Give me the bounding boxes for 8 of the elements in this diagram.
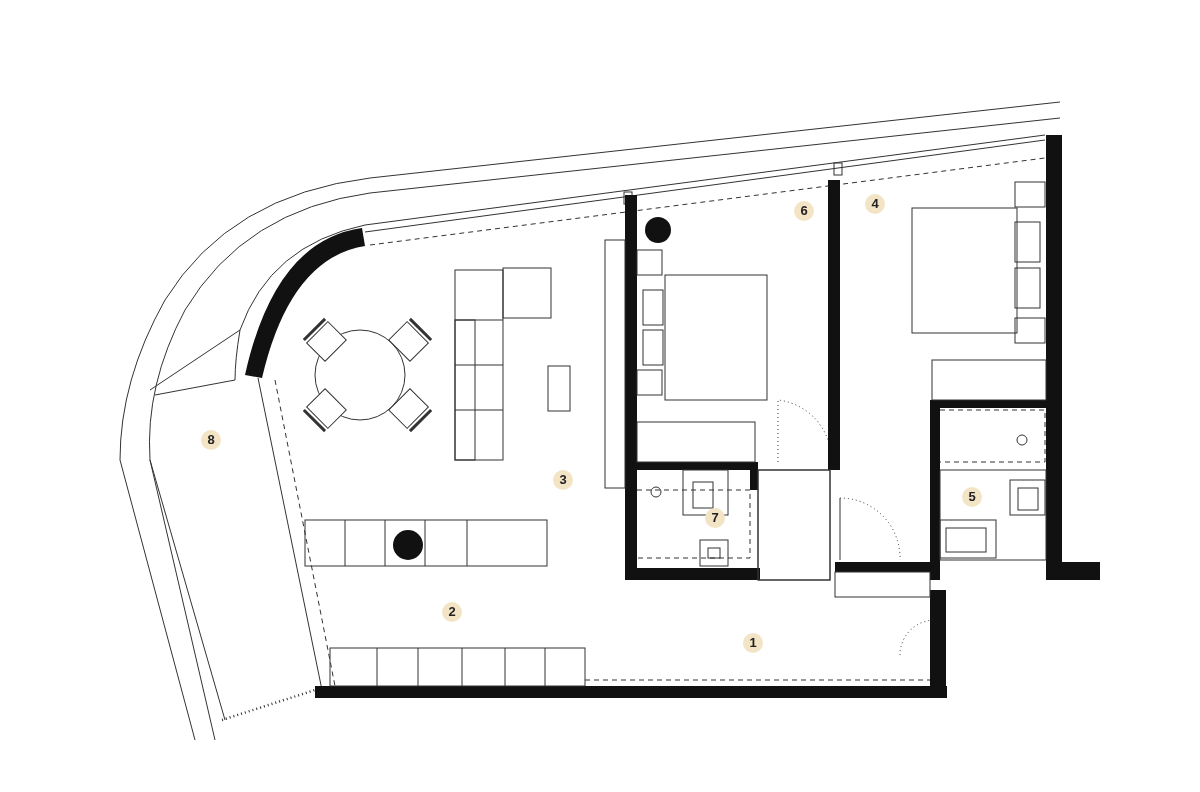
callout-number: 8 bbox=[201, 430, 221, 450]
callout-number: 7 bbox=[705, 508, 725, 528]
callout-number: 4 bbox=[865, 194, 885, 214]
callout-number: 3 bbox=[553, 470, 573, 490]
callout-number: 5 bbox=[962, 487, 982, 507]
callout-number: 1 bbox=[743, 633, 763, 653]
callout-number: 2 bbox=[442, 602, 462, 622]
callout-number: 6 bbox=[794, 201, 814, 221]
